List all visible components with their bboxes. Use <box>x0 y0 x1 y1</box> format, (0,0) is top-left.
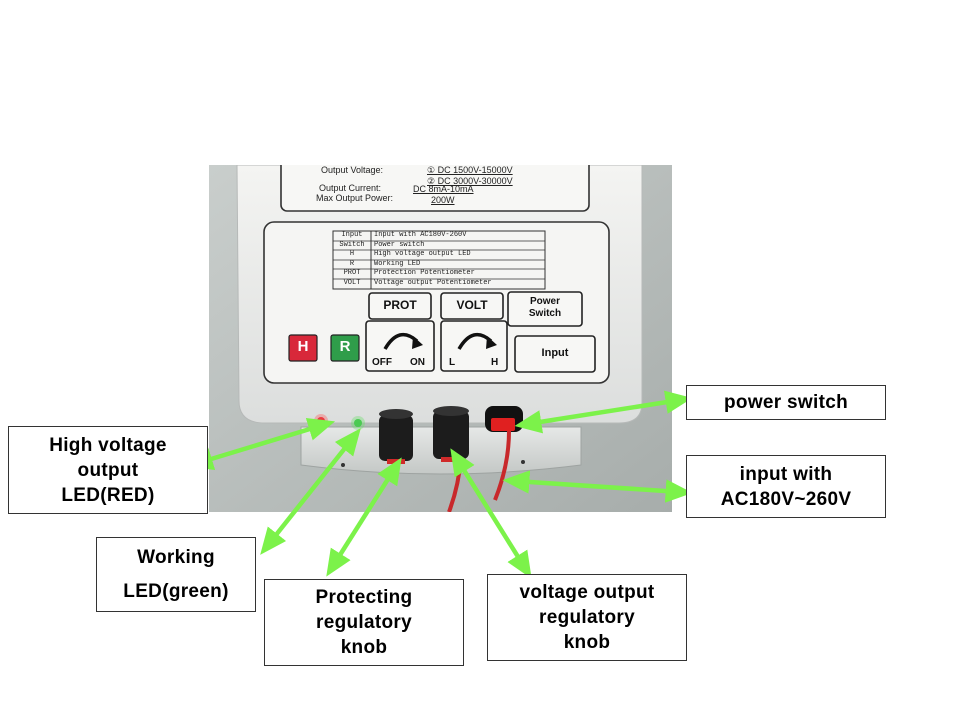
spec-power-value: 200W <box>431 195 455 205</box>
l-label: L <box>449 357 456 368</box>
callout-prot-knob: Protecting regulatory knob <box>264 579 464 666</box>
device-photo: Output Voltage: ① DC 1500V-15000V ② DC 3… <box>209 165 672 512</box>
h-indicator-label: H <box>297 338 309 355</box>
legend-row: H High voltage output LED <box>333 250 545 260</box>
legend-desc: Power switch <box>374 240 425 249</box>
legend-table: Input Input with AC180V-260V Switch Powe… <box>333 231 545 289</box>
callout-working-led: Working LED(green) <box>96 537 256 612</box>
legend-key: R <box>349 259 355 268</box>
callout-volt-knob: voltage output regulatory knob <box>487 574 687 661</box>
callout-hv-led: High voltage output LED(RED) <box>8 426 208 514</box>
legend-desc: Protection Potentiometer <box>374 269 475 278</box>
legend-row: Input Input with AC180V-260V <box>333 231 545 241</box>
legend-row: PROT Protection Potentiometer <box>333 269 545 279</box>
prot-label: PROT <box>383 298 417 312</box>
legend-desc: High voltage output LED <box>374 250 471 259</box>
spec-voltage-2: ② DC 3000V-30000V <box>427 176 513 186</box>
spec-power-label: Max Output Power: <box>316 193 394 203</box>
input-label: Input <box>541 347 569 359</box>
legend-row: VOLT Voltage output Potentiometer <box>333 279 545 289</box>
legend-row: R Working LED <box>333 260 545 270</box>
r-indicator-label: R <box>339 338 351 355</box>
legend-key: Switch <box>339 240 365 249</box>
spec-voltage-1: ① DC 1500V-15000V <box>427 165 513 175</box>
off-label: OFF <box>372 357 392 368</box>
legend-key: H <box>349 250 355 259</box>
power-switch-label: Power Switch <box>528 296 562 319</box>
legend-row: Switch Power switch <box>333 241 545 251</box>
legend-desc: Voltage output Potentiometer <box>374 278 492 287</box>
spec-current-value: DC 8mA-10mA <box>413 184 474 194</box>
legend-key: VOLT <box>343 278 361 287</box>
on-label: ON <box>410 357 425 368</box>
legend-key: PROT <box>343 269 361 278</box>
h-label: H <box>491 357 499 368</box>
legend-desc: Input with AC180V-260V <box>374 231 467 239</box>
legend-key: Input <box>341 231 363 239</box>
callout-power-switch: power switch <box>686 385 886 420</box>
callout-input: input with AC180V~260V <box>686 455 886 518</box>
spec-voltage-label: Output Voltage: <box>321 165 384 175</box>
spec-current-label: Output Current: <box>319 183 382 193</box>
volt-label: VOLT <box>456 298 488 312</box>
device-illustration <box>209 165 672 512</box>
legend-desc: Working LED <box>374 259 421 268</box>
